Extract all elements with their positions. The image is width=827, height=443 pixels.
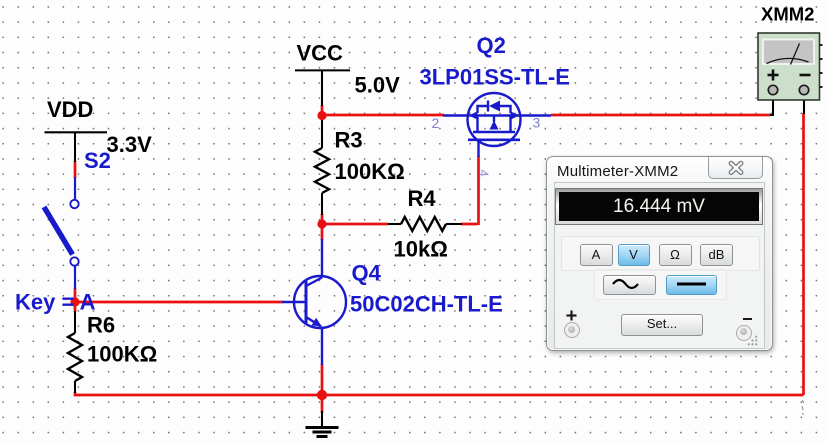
svg-text:S2: S2	[84, 148, 111, 173]
svg-text:VDD: VDD	[47, 97, 93, 122]
svg-text:Key = A: Key = A	[15, 290, 96, 315]
svg-text:100KΩ: 100KΩ	[87, 342, 157, 367]
svg-text:100KΩ: 100KΩ	[335, 159, 405, 184]
svg-text:3.3V: 3.3V	[107, 132, 153, 157]
svg-text:Q4: Q4	[352, 261, 382, 286]
svg-text:R3: R3	[335, 128, 363, 153]
svg-text:5.0V: 5.0V	[355, 73, 401, 98]
svg-text:10kΩ: 10kΩ	[394, 237, 448, 262]
svg-text:3: 3	[533, 115, 541, 131]
svg-text:50C02CH-TL-E: 50C02CH-TL-E	[350, 292, 503, 317]
svg-text:Q2: Q2	[477, 33, 506, 58]
svg-text:3LP01SS-TL-E: 3LP01SS-TL-E	[420, 65, 570, 90]
svg-text:R6: R6	[87, 313, 115, 338]
svg-text:XMM2: XMM2	[761, 4, 814, 25]
svg-text:2: 2	[432, 115, 440, 131]
svg-text:R4: R4	[408, 186, 437, 211]
svg-text:4: 4	[477, 170, 492, 177]
svg-text:VCC: VCC	[297, 41, 344, 66]
